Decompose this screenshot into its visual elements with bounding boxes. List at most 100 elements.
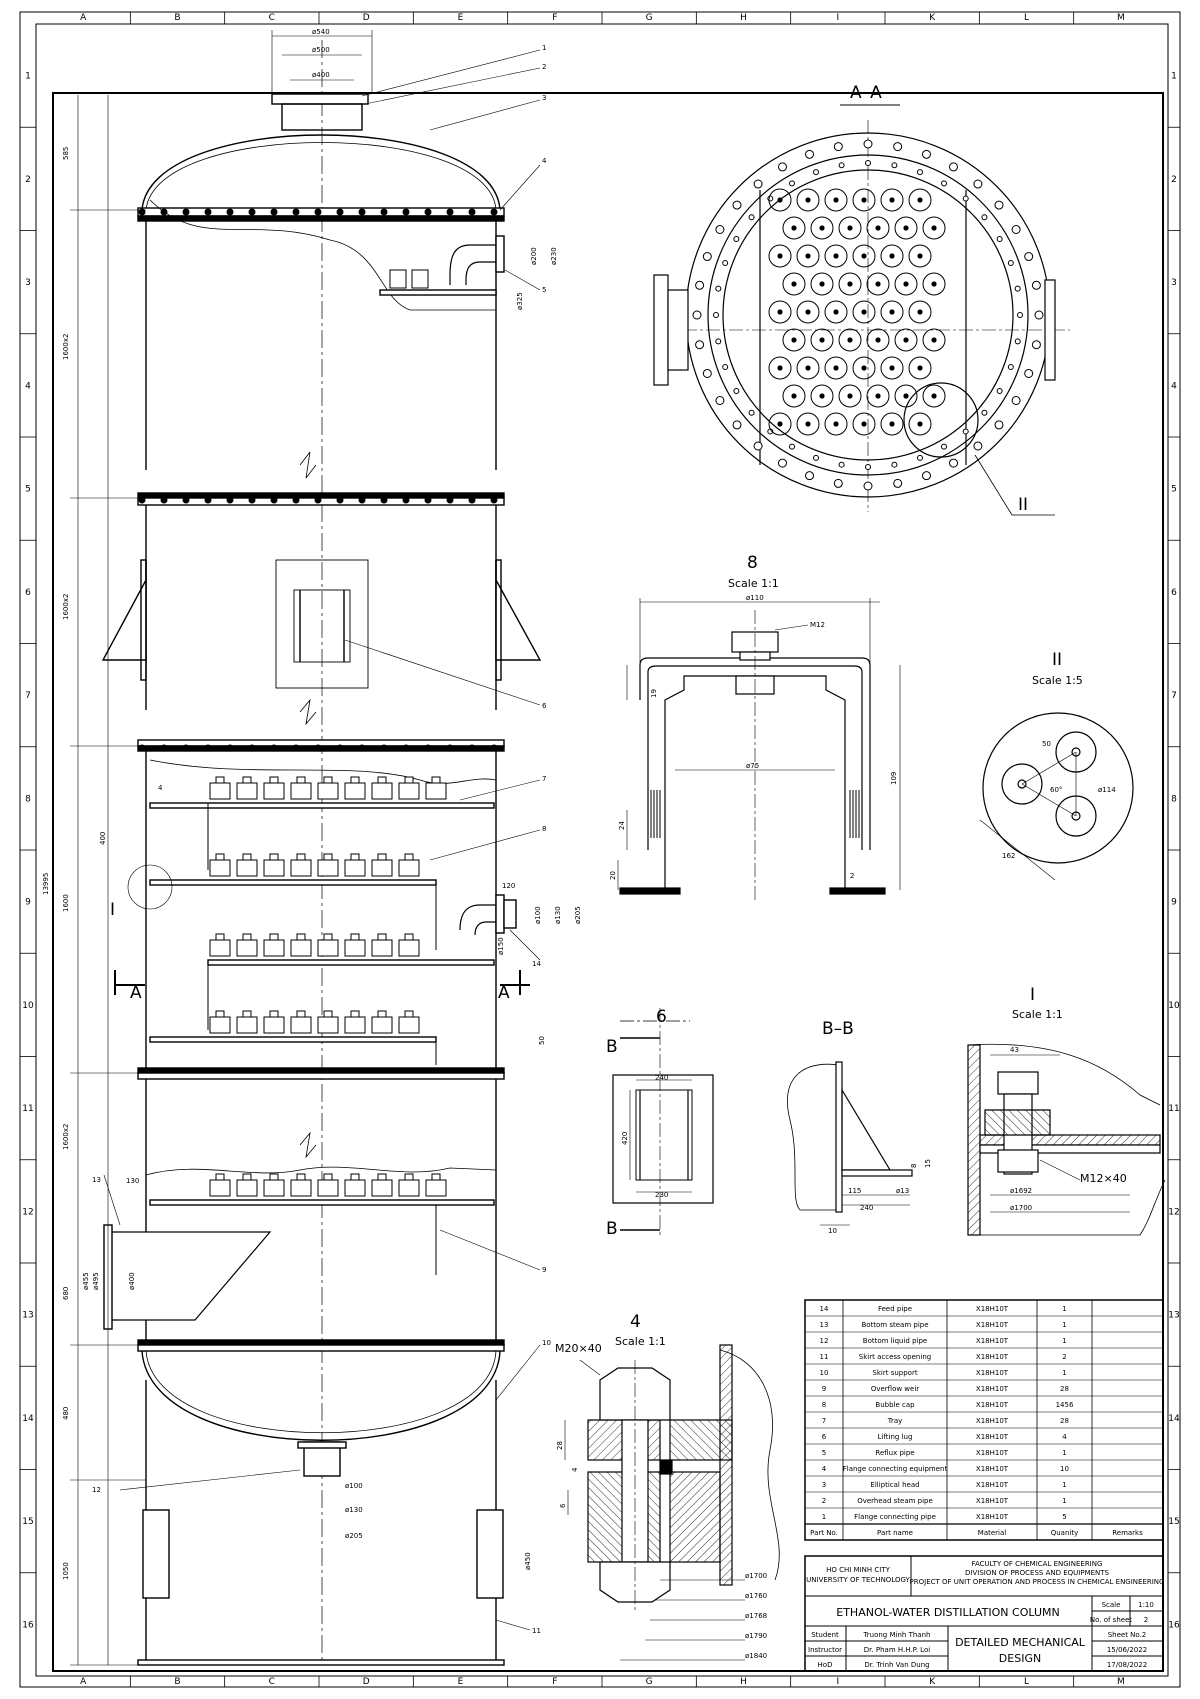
flange-bolt-hole — [805, 471, 815, 481]
bubble-cap-plan — [866, 216, 890, 240]
flange-bolt-hole — [702, 368, 712, 378]
detail-4-dim-1790: ø1790 — [745, 1632, 767, 1640]
bubble-cap — [398, 939, 420, 957]
parts-table-cell: X18H10T — [976, 1369, 1009, 1377]
grid-col-label: G — [646, 13, 653, 23]
bubble-cap-plan — [894, 384, 918, 408]
bubble-cap-center — [777, 365, 783, 371]
parts-table-cell: X18H10T — [976, 1353, 1009, 1361]
parts-table-cell: Overflow weir — [871, 1385, 919, 1393]
sheet-number: Sheet No.2 — [1108, 1631, 1147, 1639]
bubble-cap-center — [917, 309, 923, 315]
parts-table-cell: Bottom liquid pipe — [863, 1337, 927, 1345]
bubble-cap — [344, 939, 366, 957]
bubble-cap-nut — [215, 776, 225, 784]
flange-bolt — [138, 496, 146, 504]
callout-2: 2 — [542, 63, 546, 71]
flange-bolt-hole — [973, 441, 983, 451]
tray-bolt-hole — [789, 443, 795, 450]
parts-table-header: Part No. — [810, 1529, 838, 1537]
bubble-cap-plan — [824, 188, 848, 212]
flange-bolt-hole — [1024, 252, 1034, 262]
bubble-cap-center — [875, 393, 881, 399]
grid-row-label: 4 — [25, 381, 31, 391]
tray-bolt-hole — [962, 428, 969, 435]
bubble-cap-center — [833, 421, 839, 427]
bubble-cap — [209, 1179, 231, 1197]
bubble-cap-plan — [922, 272, 946, 296]
bubble-cap-center — [861, 253, 867, 259]
dim-head-height: 585 — [62, 147, 70, 160]
section-aa-view — [653, 104, 1070, 516]
bubble-cap-nut — [404, 853, 414, 861]
bubble-cap-nut — [269, 1010, 279, 1018]
parts-table-cell: Flange connecting equipment — [843, 1465, 948, 1473]
parts-table-cell: Elliptical head — [870, 1481, 919, 1489]
bubble-cap — [398, 1016, 420, 1034]
dim-liquid-130: ø130 — [345, 1506, 363, 1514]
bubble-cap — [236, 859, 258, 877]
university-line-2: UNIVERSITY OF TECHNOLOGY — [806, 1576, 910, 1584]
bubble-cap-nut — [377, 933, 387, 941]
bubble-cap-nut — [404, 1010, 414, 1018]
bubble-cap-plan — [852, 412, 876, 436]
bubble-cap-nut — [431, 1173, 441, 1181]
flange-bolt-hole — [949, 162, 958, 172]
grid-col-label: D — [363, 13, 370, 23]
grid-col-label: I — [837, 1677, 840, 1687]
detail-4-dim-6: 6 — [559, 1503, 567, 1508]
faculty-line-2: DIVISION OF PROCESS AND EQUIPMENTS — [965, 1569, 1110, 1577]
flange-bolt-hole — [863, 139, 873, 149]
grid-row-label: 3 — [25, 278, 31, 288]
tray-bolt-hole — [713, 312, 719, 318]
tray-bolt-hole — [1007, 260, 1014, 267]
bubble-cap-center — [819, 337, 825, 343]
flange-bolt-hole — [973, 179, 983, 189]
flange-bolt-hole — [893, 142, 903, 152]
section-mark-a-left: A — [130, 983, 142, 1003]
detail-6-dim-240: 240 — [655, 1074, 668, 1082]
detail-i-dim-1692: ø1692 — [1010, 1187, 1032, 1195]
bubble-cap-center — [861, 309, 867, 315]
bubble-cap-center — [903, 393, 909, 399]
bubble-cap-plan — [768, 244, 792, 268]
detail-ii-ref: II — [1018, 495, 1028, 515]
bubble-cap-center — [931, 225, 937, 231]
dim-reflux-230: ø230 — [550, 247, 558, 265]
detail-8-title: 8 — [747, 553, 758, 573]
detail-8-dim-2: 2 — [850, 872, 854, 880]
bubble-cap-plan — [782, 384, 806, 408]
bubble-cap-center — [861, 197, 867, 203]
parts-table-cell: 4 — [822, 1465, 827, 1473]
parts-table-cell: 10 — [1060, 1465, 1069, 1473]
bubble-cap-nut — [404, 933, 414, 941]
bubble-cap-plan — [852, 300, 876, 324]
parts-table-cell: X18H10T — [976, 1433, 1009, 1441]
flange-bolt — [424, 744, 432, 752]
detail-8-dim-75: ø75 — [746, 762, 759, 770]
parts-table-cell: Feed pipe — [878, 1305, 912, 1313]
flange-bolt-hole — [695, 280, 705, 290]
detail-8-bubble-cap — [617, 598, 901, 900]
dim-section-4: 1600x2 — [62, 1124, 70, 1150]
grid-row-label: 1 — [25, 72, 31, 82]
bubble-cap-plan — [880, 300, 904, 324]
grid-col-label: G — [646, 1677, 653, 1687]
bubble-cap — [344, 859, 366, 877]
flange-bolt — [468, 496, 476, 504]
tray-bolt-hole — [916, 169, 923, 176]
flange-bolt — [402, 496, 410, 504]
dim-reflux-200: ø200 — [530, 247, 538, 265]
parts-table-cell: 4 — [1062, 1433, 1067, 1441]
tray-bolt-hole — [748, 409, 755, 416]
grid-col-label: K — [929, 1677, 936, 1687]
grid-col-label: I — [837, 13, 840, 23]
grid-col-label: E — [458, 13, 464, 23]
detail-4-dim-4: 4 — [571, 1467, 579, 1472]
dim-overall-height: 13995 — [42, 873, 50, 895]
section-mark-a-right: A — [498, 983, 510, 1003]
flange-bolt — [292, 744, 300, 752]
bubble-cap-center — [791, 393, 797, 399]
grid-row-label: 14 — [22, 1414, 34, 1424]
bubble-cap-plan — [922, 328, 946, 352]
